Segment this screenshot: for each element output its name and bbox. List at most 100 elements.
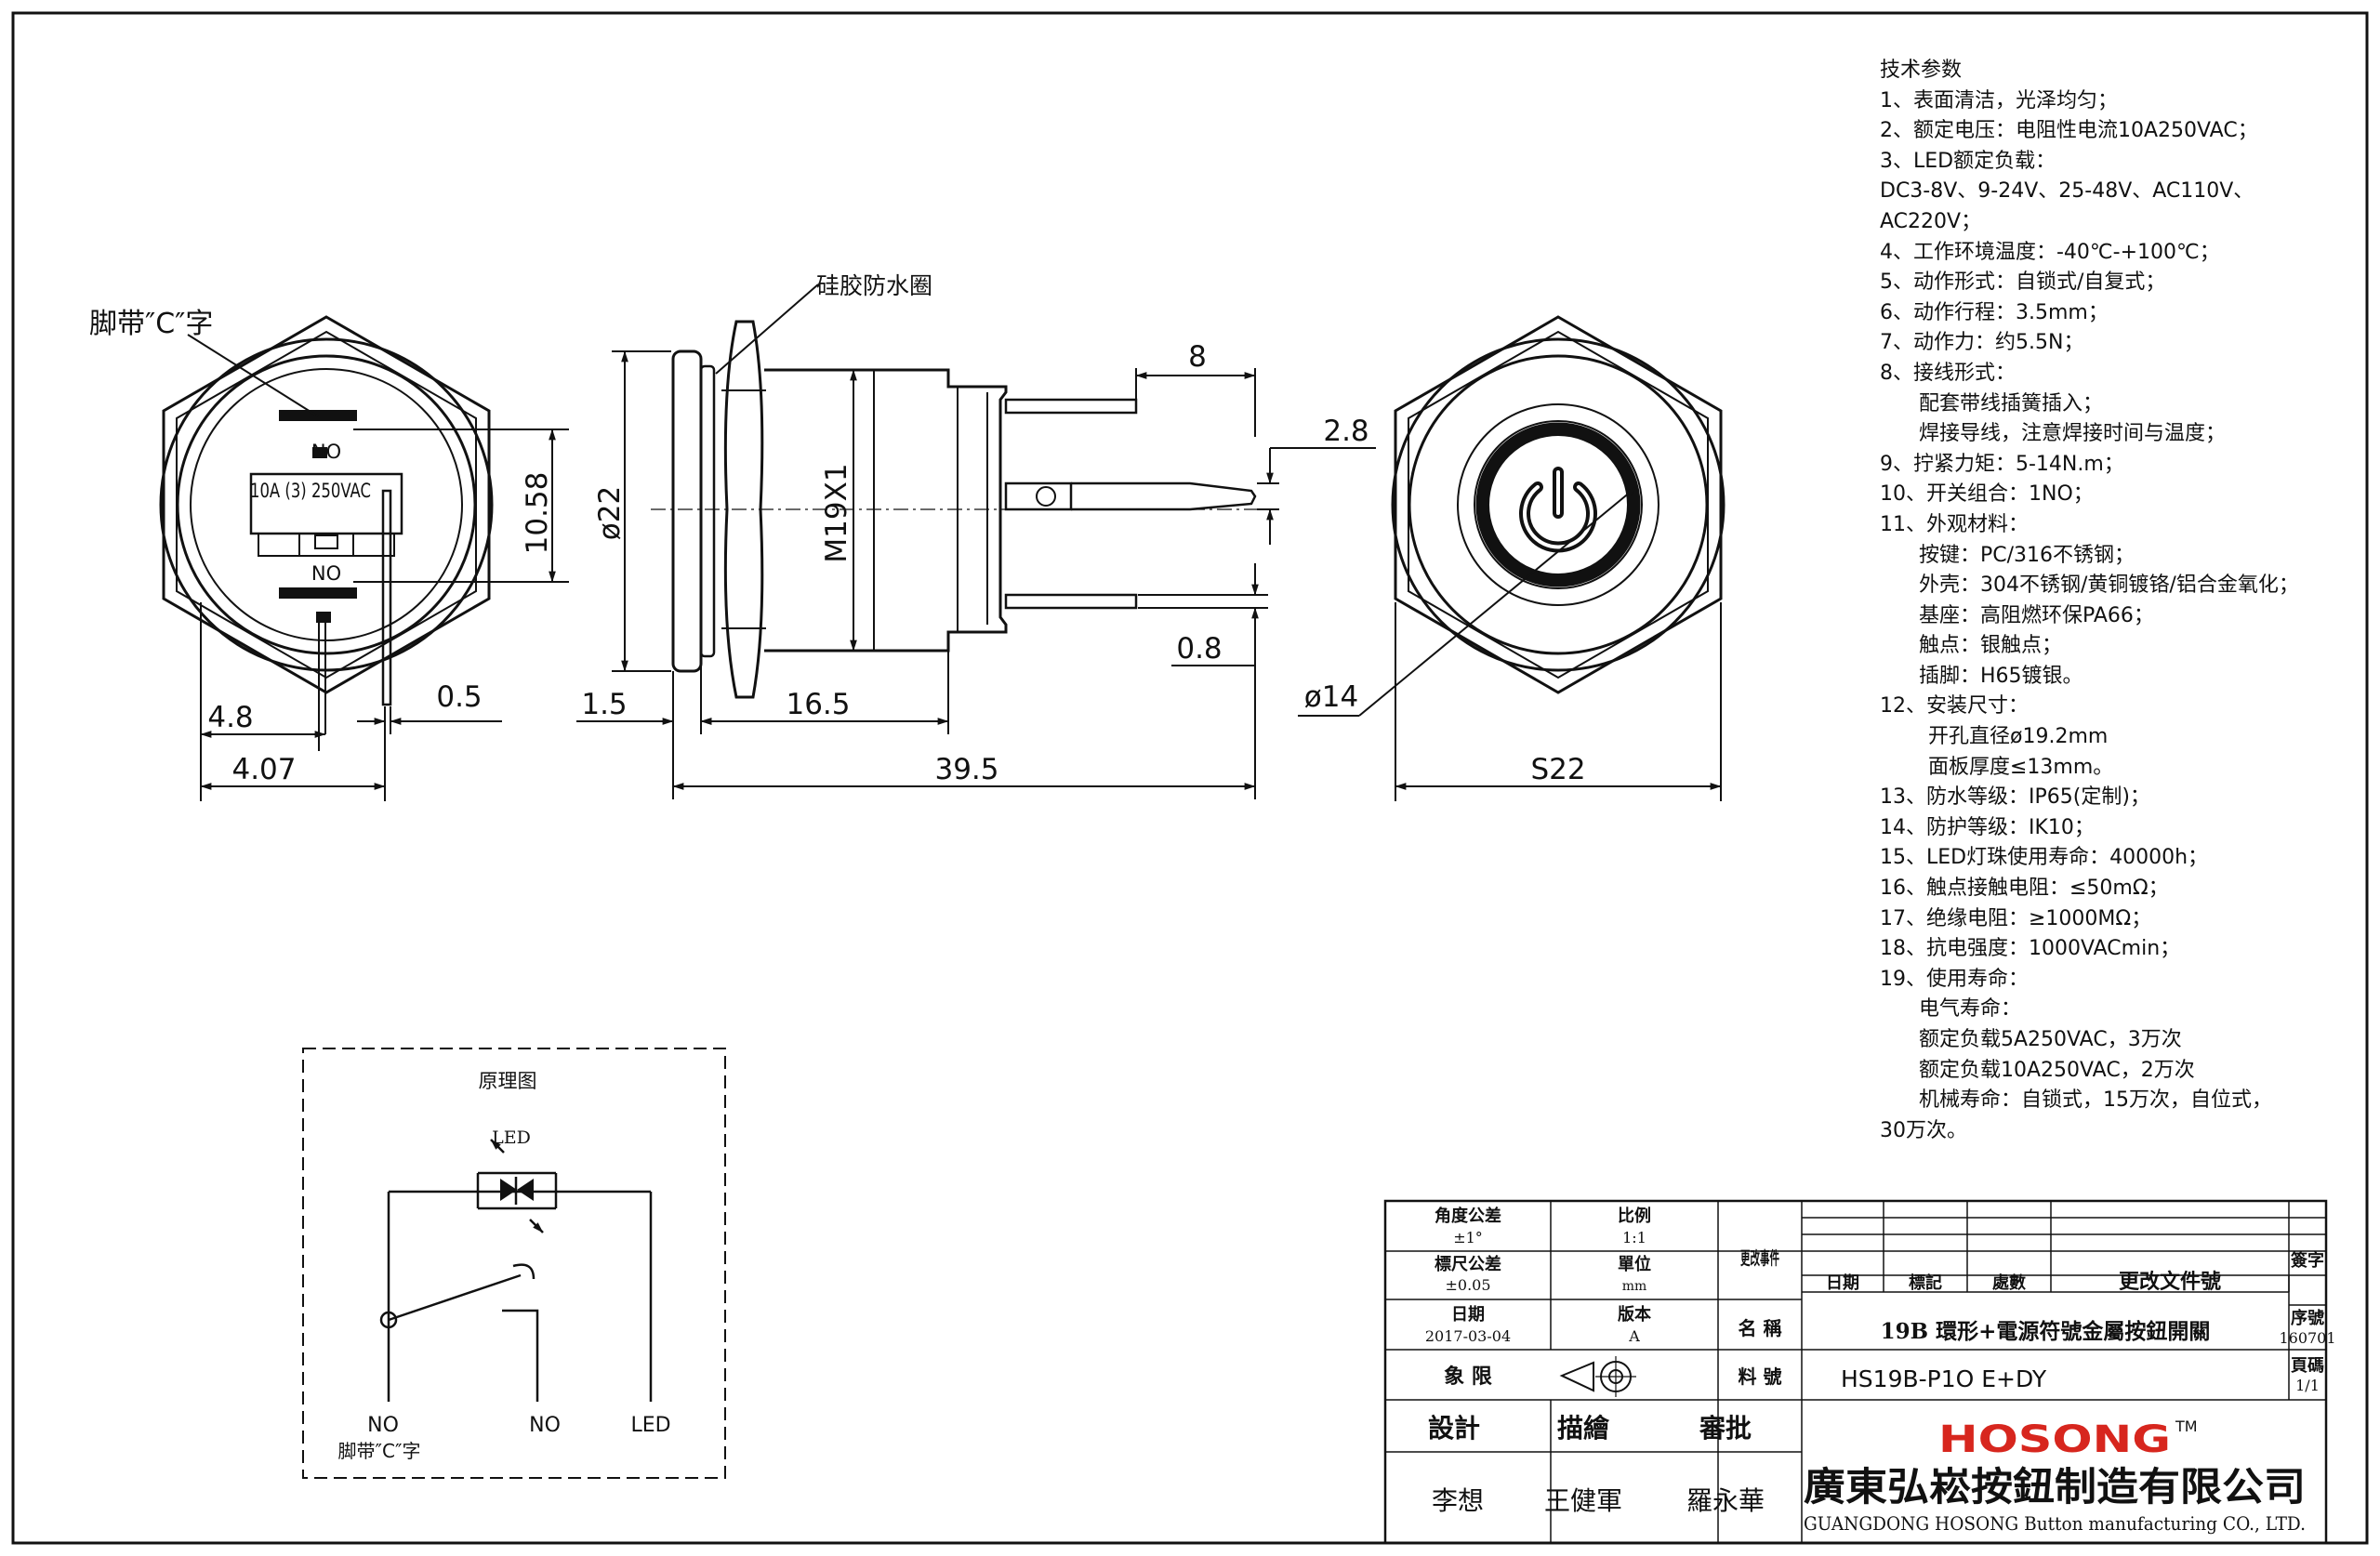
side-pin-top (1004, 398, 1138, 415)
tb-scale-label: 比例 (1618, 1206, 1651, 1226)
tech-param-line: 触点：银触点； (1919, 634, 2063, 658)
tb-name-label: 名 稱 (1739, 1317, 1782, 1339)
dim-1-5: 1.5 (581, 688, 627, 721)
tech-param-line: 外壳：304不锈钢/黄铜镀铬/铝合金氧化； (1919, 574, 2299, 598)
tech-param-line: DC3-8V、9-24V、25-48V、AC110V、 (1880, 179, 2254, 204)
tech-param-line: 额定负载5A250VAC，3万次 (1919, 1028, 2182, 1051)
label-no-top: NO (311, 441, 341, 463)
side-housing (764, 368, 1008, 653)
tech-param-line: 19、使用寿命： (1880, 967, 2029, 991)
side-view (671, 320, 1257, 699)
dim-8: 8 (1188, 340, 1207, 374)
tech-param-line: 12、安装尺寸： (1880, 694, 2029, 719)
tech-params-title: 技术参数 (1880, 59, 1963, 82)
term-no1-sub: 脚带″C″字 (338, 1440, 421, 1462)
brand-block: HOSONG TM 廣東弘崧按鈕制造有限公司 GUANGDONG HOSONG … (1804, 1418, 2306, 1535)
tech-param-line: 16、触点接触电阻：≤50mΩ； (1880, 877, 2169, 901)
term-no2: NO (529, 1414, 561, 1437)
side-pin-bottom (1004, 593, 1138, 610)
dim-16-5: 16.5 (786, 688, 850, 721)
front-dimensions (200, 429, 569, 801)
tb-review-label: 審批 (1699, 1413, 1752, 1444)
tech-params-list: 1、表面清洁，光泽均匀； 2、额定电压：电阻性电流10A250VAC； 3、LED额… (1880, 86, 2363, 1147)
tech-param-line: 13、防水等级：IP65(定制)； (1880, 785, 2150, 810)
tech-param-line: 按键：PC/316不锈钢； (1919, 543, 2135, 567)
tb-sign-label: 簽字 (2291, 1250, 2324, 1271)
schematic-diodes (500, 1179, 534, 1201)
tb-name-value: 19B 環形+電源符號金屬按鈕開關 (1881, 1319, 2211, 1344)
label-c-terminal: 脚带″C″字 (89, 308, 213, 340)
company-name-en: GUANGDONG HOSONG Button manufacturing CO… (1804, 1512, 2306, 1535)
tech-param-line: 17、绝缘电阻：≥1000MΩ； (1880, 906, 2152, 930)
tb-size-tol-label: 標尺公差 (1435, 1254, 1501, 1274)
tb-part-label: 料 號 (1739, 1365, 1782, 1388)
tech-param-line: 6、动作行程：3.5mm； (1880, 300, 2109, 324)
tb-angle-tol-label: 角度公差 (1435, 1206, 1501, 1226)
tech-param-line: 面板厚度≤13mm。 (1928, 755, 2114, 779)
tech-param-line: 焊接导线，注意焊接时间与温度； (1919, 422, 2227, 446)
label-rating: 10A (3) 250VAC (250, 480, 371, 502)
rear-dimensions (1298, 486, 1722, 801)
tech-param-line: 机械寿命：自锁式，15万次，自位式， (1919, 1088, 2272, 1113)
tb-reviewer: 羅永華 (1686, 1485, 1765, 1516)
term-no1: NO (367, 1414, 399, 1437)
tech-param-line: 1、表面清洁，光泽均匀； (1880, 88, 2118, 112)
term-led: LED (630, 1414, 670, 1437)
tb-version-value: A (1628, 1327, 1640, 1345)
brand-logo: HOSONG (1938, 1418, 2171, 1461)
tech-param-line: 2、额定电压：电阻性电流10A250VAC； (1880, 119, 2258, 143)
tech-param-line: 5、动作形式：自锁式/自复式； (1880, 270, 2166, 295)
tech-param-line: AC220V； (1880, 209, 1982, 233)
dim-s22: S22 (1530, 753, 1585, 786)
tb-rev-doc: 更改文件號 (2119, 1270, 2221, 1294)
tb-designer: 李想 (1432, 1485, 1484, 1516)
dim-4-07: 4.07 (231, 753, 296, 786)
dim-10-58: 10.58 (521, 472, 554, 555)
tb-drawer: 王健軍 (1544, 1485, 1622, 1516)
tech-param-line: 基座：高阻燃环保PA66； (1919, 603, 2154, 627)
tb-size-tol-value: ±0.05 (1445, 1276, 1490, 1294)
tb-date-value: 2017-03-04 (1425, 1327, 1511, 1345)
sheet-border (11, 11, 2369, 1545)
tech-params: 技术参数 1、表面清洁，光泽均匀； 2、额定电压：电阻性电流10A250VAC； 3… (1880, 56, 2363, 1146)
tech-param-line: 9、拧紧力矩：5-14N.m； (1880, 452, 2124, 476)
tech-param-line: 3、LED额定负载： (1880, 149, 2056, 173)
schematic-title: 原理图 (479, 1070, 537, 1092)
dim-39-5: 39.5 (934, 753, 998, 786)
title-block-text: 角度公差 ±1° 比例 1:1 更改事件 標尺公差 ±0.05 單位 mm 日期… (1425, 1206, 2336, 1516)
dim-2-8: 2.8 (1323, 415, 1368, 448)
leader-c-terminal (187, 334, 319, 417)
tech-param-line: 8、接线形式： (1880, 361, 2016, 385)
tb-draw-label: 描繪 (1557, 1413, 1610, 1444)
tb-rev-date: 日期 (1826, 1273, 1859, 1293)
dim-m19x1: M19X1 (820, 463, 853, 562)
tech-param-line: 4、工作环境温度：-40℃-+100℃； (1880, 240, 2220, 264)
label-no-bottom: NO (311, 562, 341, 585)
tech-param-line: 11、外观材料： (1880, 512, 2029, 536)
tb-quadrant-label: 象 限 (1444, 1365, 1492, 1389)
dim-4-8: 4.8 (207, 701, 253, 734)
tb-rev-count: 處數 (1992, 1273, 2026, 1293)
tb-design-label: 設計 (1428, 1413, 1480, 1444)
tech-param-line: 10、开关组合：1NO； (1880, 482, 2094, 507)
label-gasket: 硅胶防水圈 (816, 272, 932, 299)
company-name-cn: 廣東弘崧按鈕制造有限公司 (1804, 1464, 2306, 1510)
tech-param-line: 7、动作力：约5.5N； (1880, 331, 2084, 355)
dim-0-8: 0.8 (1176, 632, 1222, 666)
tb-serial-label: 序號 (2291, 1308, 2324, 1328)
rear-hex-nut (1394, 315, 1723, 694)
side-pin-middle (1004, 481, 1073, 511)
tb-version-label: 版本 (1618, 1304, 1651, 1325)
led-ring (1475, 422, 1641, 587)
tb-serial-value: 160701 (2279, 1329, 2335, 1347)
dim-0-5: 0.5 (436, 680, 482, 714)
power-icon (1519, 467, 1597, 553)
tech-param-line: 插脚：H65镀银。 (1919, 664, 2083, 688)
schematic-circuit (379, 1139, 653, 1402)
tb-angle-tol-value: ±1° (1453, 1229, 1483, 1246)
tech-param-line: 18、抗电强度：1000VACmin； (1880, 937, 2181, 961)
tech-param-line: 配套带线插簧插入； (1919, 391, 2104, 415)
tb-rev-mark: 標記 (1909, 1272, 1942, 1293)
brand-tm: TM (2175, 1418, 2198, 1435)
projection-symbol (1559, 1356, 1636, 1397)
